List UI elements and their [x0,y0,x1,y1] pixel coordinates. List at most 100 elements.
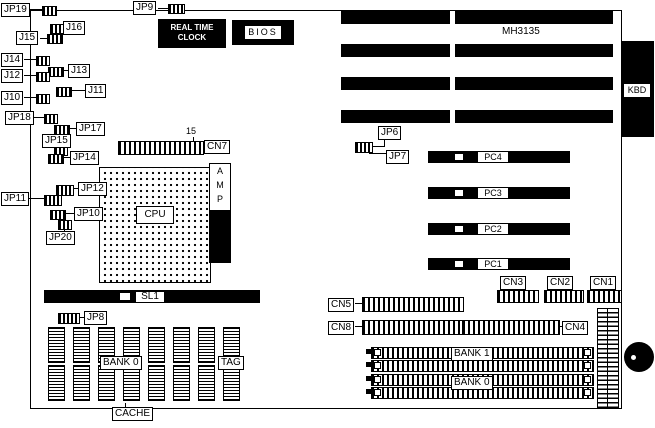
isa-slot [341,110,450,123]
cache-chip [148,365,165,401]
chipset-label: MH3135 [502,26,540,37]
cn4-connector [462,320,560,335]
label-jp12: JP12 [78,182,107,196]
pin15-label: 15 [186,126,197,136]
leader-line-jp19 [30,9,46,10]
cache-chip [123,365,140,401]
simm-pin1 [366,349,371,354]
real-time-clock-chip: REAL TIME CLOCK [158,19,226,48]
leader-line-jp8 [76,317,87,318]
cache-chip [48,327,65,363]
leader-line-jp17 [66,128,79,129]
label-cn2: CN2 [547,276,574,290]
label-cn5: CN5 [328,298,355,312]
jp14-header [48,154,64,164]
leader-line-jp7 [369,153,387,154]
label-jp19: JP19 [1,3,30,17]
j13-header [48,67,64,77]
label-jp10: JP10 [74,207,103,221]
label-jp20: JP20 [46,231,75,245]
j12-header [36,72,50,82]
pc3-label: PC3 [478,188,508,198]
cpu-label: CPU [136,206,174,224]
sl1-notch [120,293,130,300]
isa-slot [341,44,450,57]
pc2-notch [455,226,463,232]
leader-line-pin15 [193,137,194,142]
label-j16: J16 [63,21,86,35]
label-tag: TAG [218,356,244,370]
label-j13: J13 [68,64,91,78]
cn8-connector [362,320,464,335]
label-jp15: JP15 [42,134,71,148]
leader-line-jp10 [62,213,77,214]
jp6-jp7-header [355,142,373,153]
j10-header [36,94,50,104]
label-jp9: JP9 [133,1,157,15]
cn1-connector [587,290,622,303]
leader-line-jp14 [60,157,73,158]
pc4-label: PC4 [478,152,508,162]
cache-chip [198,327,215,363]
kbd-label: KBD [624,84,650,97]
jp11-header [44,195,62,206]
leader-line-j15 [40,38,50,39]
j14-header [36,56,50,66]
j11-header [56,87,72,97]
leader-line-cn8 [355,326,365,327]
simm-pin1 [366,389,371,394]
cache-chip [173,327,190,363]
leader-line-jp6-v [384,139,385,147]
pc2-label: PC2 [478,224,508,234]
jp19-header [42,6,57,16]
leader-line-j12 [24,75,39,76]
leader-line-j14 [24,59,39,60]
label-cn1: CN1 [590,276,617,290]
label-j12: J12 [1,69,24,83]
label-jp14: JP14 [70,151,99,165]
amp-regulator-label: A M P [209,163,231,211]
label-bank1: BANK 1 [451,347,493,361]
pc3-notch [455,190,463,196]
leader-line-jp18 [34,117,47,118]
leader-line-jp6-h [370,146,385,147]
sl1-label: SL1 [136,292,164,302]
jp20-header [58,220,72,230]
label-jp8: JP8 [84,311,108,325]
leader-line-j10 [24,97,39,98]
jp12-header [56,185,74,196]
cache-chip [48,365,65,401]
cpu-socket [99,167,211,283]
label-j11: J11 [85,84,107,98]
isa-slot [341,77,450,90]
cache-chip [148,327,165,363]
leader-line-cache [125,403,126,408]
label-jp7: JP7 [386,150,410,164]
leader-line-cn4 [556,326,564,327]
label-jp6: JP6 [378,126,402,140]
jp18-header [44,114,58,124]
isa-slot [455,77,613,90]
label-cn8: CN8 [328,321,355,335]
jp10-header [50,210,66,220]
pc1-label: PC1 [478,259,508,269]
simm-pin1 [366,362,371,367]
leader-line-jp11 [28,198,46,199]
isa-slot [455,11,613,24]
isa-slot [455,44,613,57]
pc1-notch [455,261,463,267]
leader-line-j11 [68,90,88,91]
cache-chip [223,365,240,401]
label-cache: CACHE [112,407,154,421]
cache-chip [173,365,190,401]
din-pin-dot [631,355,636,360]
amp-regulator-block [209,210,231,263]
simm-pin1 [366,376,371,381]
cn2-connector [544,290,584,303]
cache-chip [73,327,90,363]
label-bank0-left: BANK 0 [100,356,142,370]
edge-pin-header [597,308,619,408]
cache-chip [198,365,215,401]
pc4-notch [455,154,463,160]
